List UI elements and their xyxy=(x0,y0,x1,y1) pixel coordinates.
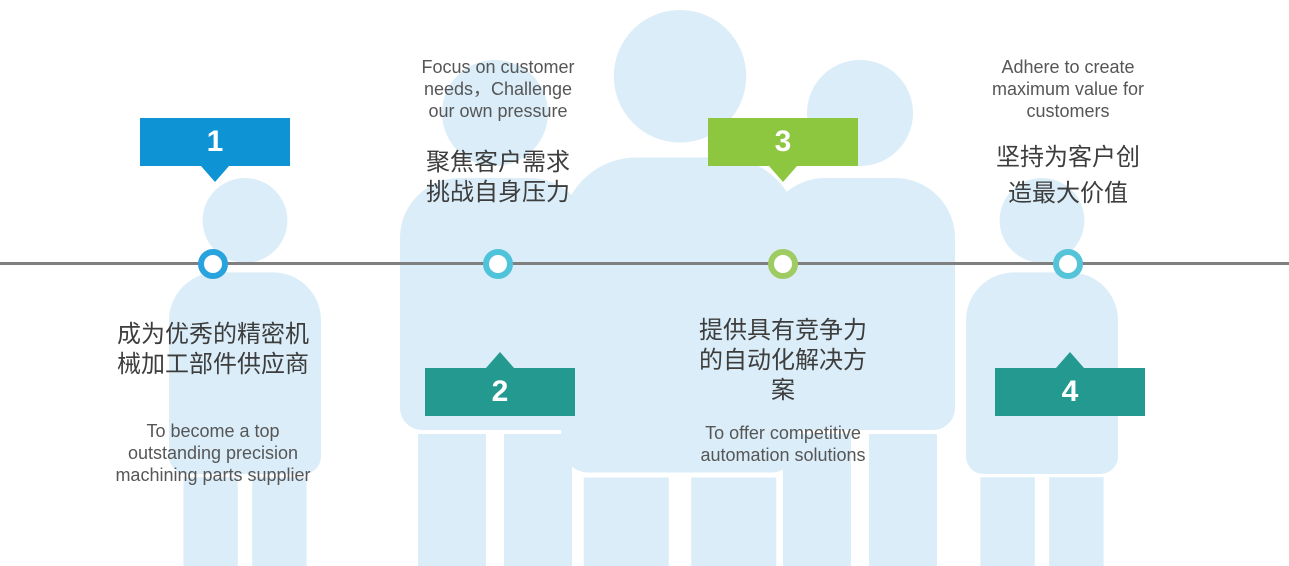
person-leg-shape xyxy=(583,477,669,566)
person-leg-shape xyxy=(183,477,238,566)
person-leg-shape xyxy=(980,477,1035,566)
person-leg-shape xyxy=(869,434,937,566)
timeline-line xyxy=(0,262,1289,265)
badge-pointer-up-icon xyxy=(486,352,514,368)
person-head-shape xyxy=(202,178,288,263)
item-1-english-text: To become a top outstanding precision ma… xyxy=(115,421,311,485)
person-torso-shape xyxy=(169,272,321,474)
person-leg-shape xyxy=(783,434,851,566)
item-3-english-text: To offer competitive automation solution… xyxy=(700,423,866,465)
milestone-number-3: 3 xyxy=(774,125,792,158)
milestone-number-2: 2 xyxy=(491,375,509,408)
timeline-marker-icon-3 xyxy=(768,249,798,279)
person-leg-shape xyxy=(691,477,777,566)
milestone-number-1: 1 xyxy=(206,125,224,158)
person-torso-shape xyxy=(561,157,799,473)
timeline-marker-icon-2 xyxy=(483,249,513,279)
person-leg-shape xyxy=(418,434,486,566)
item-3-chinese-text: 提供具有竞争力 的自动化解决方 案 xyxy=(699,317,867,404)
person-leg-shape xyxy=(1049,477,1104,566)
badge-pointer-down-icon xyxy=(201,166,229,182)
person-torso-shape xyxy=(765,178,955,430)
item-1-chinese-text: 成为优秀的精密机 械加工部件供应商 xyxy=(117,321,309,378)
person-head-shape xyxy=(442,60,548,166)
person-leg-shape xyxy=(504,434,572,566)
person-silhouette xyxy=(765,60,955,566)
milestone-badge-1: 1 xyxy=(140,118,290,182)
person-silhouette xyxy=(169,178,321,566)
milestone-badge-2: 2 xyxy=(425,352,575,416)
item-4-english-text: Adhere to create maximum value for custo… xyxy=(991,57,1145,121)
person-silhouette xyxy=(400,60,590,566)
item-2-english-text: Focus on customer needs，Challenge our ow… xyxy=(421,57,575,121)
person-leg-shape xyxy=(252,477,307,566)
badge-pointer-up-icon xyxy=(1056,352,1084,368)
badge-pointer-down-icon xyxy=(769,166,797,182)
milestone-badge-4: 4 xyxy=(995,352,1145,416)
item-4-chinese-text: 坚持为客户创 造最大价值 xyxy=(996,144,1140,207)
timeline-marker-icon-4 xyxy=(1053,249,1083,279)
person-head-shape xyxy=(999,178,1085,263)
item-2-chinese-text: 聚焦客户需求 挑战自身压力 xyxy=(426,149,570,206)
person-silhouette xyxy=(561,10,799,566)
milestone-number-4: 4 xyxy=(1061,375,1079,408)
milestone-badge-3: 3 xyxy=(708,118,858,182)
timeline-marker-icon-1 xyxy=(198,249,228,279)
